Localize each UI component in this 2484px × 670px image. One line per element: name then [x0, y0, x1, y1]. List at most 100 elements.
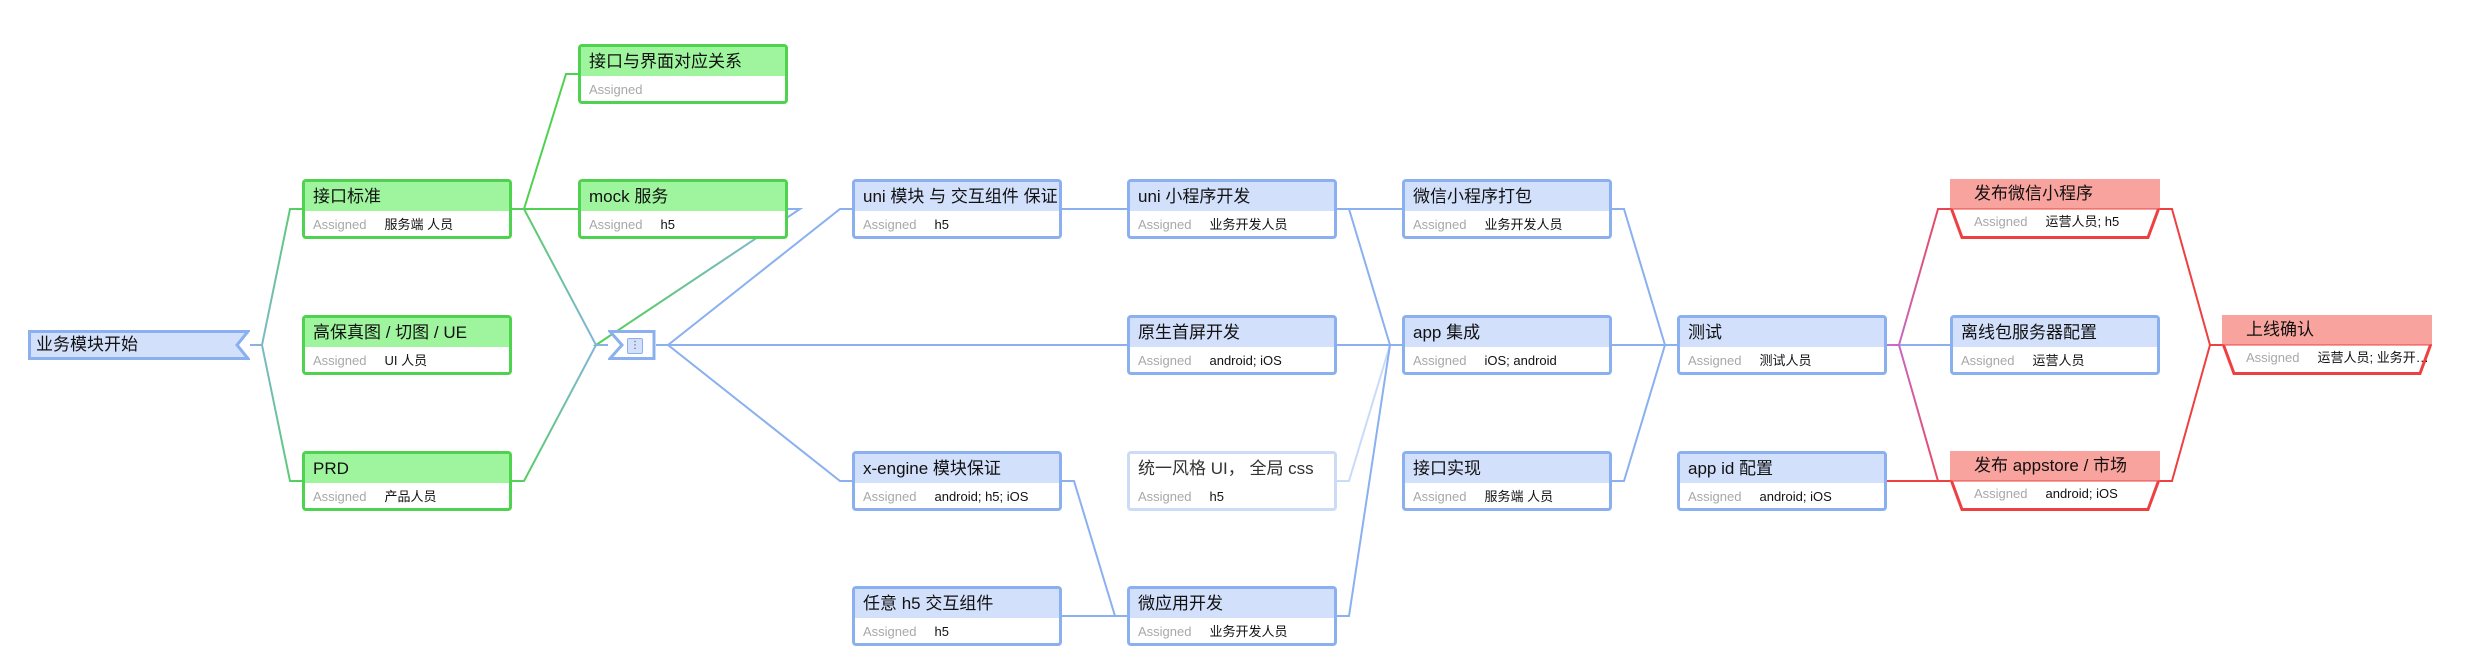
assigned-label: Assigned: [1138, 217, 1192, 232]
edge-style-app: [1337, 344, 1402, 482]
node-title: 统一风格 UI， 全局 css: [1130, 454, 1334, 483]
edge-standard-relation: [512, 73, 578, 210]
node-title: mock 服务: [581, 182, 785, 211]
assignee-value: 业务开发人员: [1484, 217, 1563, 232]
node-publish-wechat[interactable]: 发布微信小程序 Assigned 运营人员; h5: [1950, 179, 2160, 239]
node-assignment: Assigned 运营人员: [1953, 347, 2157, 372]
node-mock-service[interactable]: mock 服务 Assigned h5: [578, 179, 788, 239]
node-assignment: Assigned android; iOS: [1130, 347, 1334, 372]
node-api-impl[interactable]: 接口实现 Assigned 服务端 人员: [1402, 451, 1612, 511]
assigned-label: Assigned: [2246, 350, 2300, 365]
edge-wechat-golive: [2160, 208, 2222, 346]
start-node[interactable]: 业务模块开始: [28, 330, 250, 360]
assigned-label: Assigned: [1413, 489, 1467, 504]
node-assignment: Assigned 运营人员; 业务开…: [2222, 344, 2432, 372]
node-title: x-engine 模块保证: [855, 454, 1059, 483]
node-title: 微应用开发: [1130, 589, 1334, 618]
node-title: 接口实现: [1405, 454, 1609, 483]
node-interface-ui-relation[interactable]: 接口与界面对应关系 Assigned: [578, 44, 788, 104]
node-title: uni 小程序开发: [1130, 182, 1334, 211]
edge-testing-appstore: [1887, 344, 1950, 482]
node-assignment: Assigned 运营人员; h5: [1950, 208, 2160, 236]
node-title: 高保真图 / 切图 / UE: [305, 318, 509, 347]
node-assignment: Assigned h5: [1130, 483, 1334, 508]
assigned-label: Assigned: [1961, 353, 2015, 368]
node-title: 接口标准: [305, 182, 509, 211]
assigned-label: Assigned: [863, 217, 917, 232]
assignee-value: h5: [1209, 489, 1224, 504]
assigned-label: Assigned: [1688, 489, 1742, 504]
node-assignment: Assigned h5: [581, 211, 785, 236]
assigned-label: Assigned: [1974, 214, 2028, 229]
assignee-value: 运营人员: [2032, 353, 2085, 368]
node-assignment: Assigned h5: [855, 211, 1059, 236]
assigned-label: Assigned: [1688, 353, 1742, 368]
assignee-value: h5: [934, 217, 949, 232]
node-uni-module[interactable]: uni 模块 与 交互组件 保证 Assigned h5: [852, 179, 1062, 239]
assigned-label: Assigned: [313, 489, 367, 504]
merge-node[interactable]: ⋮: [608, 330, 656, 360]
node-assignment: Assigned 服务端 人员: [1405, 483, 1609, 508]
assignee-value: 业务开发人员: [1209, 624, 1288, 639]
assignee-value: 运营人员; 业务开…: [2317, 350, 2429, 365]
assignee-value: android; iOS: [1759, 489, 1832, 504]
node-title: app id 配置: [1680, 454, 1884, 483]
assigned-label: Assigned: [589, 217, 643, 232]
node-assignment: Assigned android; iOS: [1680, 483, 1884, 508]
edge-testing-wechat: [1887, 208, 1950, 346]
node-interface-standard[interactable]: 接口标准 Assigned 服务端 人员: [302, 179, 512, 239]
start-node-label: 业务模块开始: [36, 335, 138, 354]
assigned-label: Assigned: [589, 82, 643, 97]
assignee-value: android; iOS: [1209, 353, 1282, 368]
assigned-label: Assigned: [863, 489, 917, 504]
assigned-label: Assigned: [1974, 486, 2028, 501]
node-title: 微信小程序打包: [1405, 182, 1609, 211]
assignee-value: 服务端 人员: [384, 217, 454, 232]
assigned-label: Assigned: [1138, 353, 1192, 368]
node-title: uni 模块 与 交互组件 保证: [855, 182, 1059, 211]
node-assignment: Assigned 服务端 人员: [305, 211, 509, 236]
more-dots-icon[interactable]: ⋮: [627, 338, 643, 354]
assigned-label: Assigned: [1138, 489, 1192, 504]
edge-merge-xengine: [656, 344, 852, 482]
assignee-value: h5: [660, 217, 675, 232]
node-app-id[interactable]: app id 配置 Assigned android; iOS: [1677, 451, 1887, 511]
edge-api-testing: [1612, 344, 1677, 482]
node-title: PRD: [305, 454, 509, 483]
node-title: 发布 appstore / 市场: [1950, 451, 2160, 480]
node-title: 发布微信小程序: [1950, 179, 2160, 208]
node-title: 接口与界面对应关系: [581, 47, 785, 76]
node-go-live[interactable]: 上线确认 Assigned 运营人员; 业务开…: [2222, 315, 2432, 375]
assigned-label: Assigned: [863, 624, 917, 639]
assignee-value: 运营人员; h5: [2045, 214, 2120, 229]
assignee-value: 服务端 人员: [1484, 489, 1554, 504]
edge-start-prd: [250, 344, 302, 482]
node-title: app 集成: [1405, 318, 1609, 347]
node-title: 测试: [1680, 318, 1884, 347]
node-title: 上线确认: [2222, 315, 2432, 344]
assigned-label: Assigned: [313, 217, 367, 232]
